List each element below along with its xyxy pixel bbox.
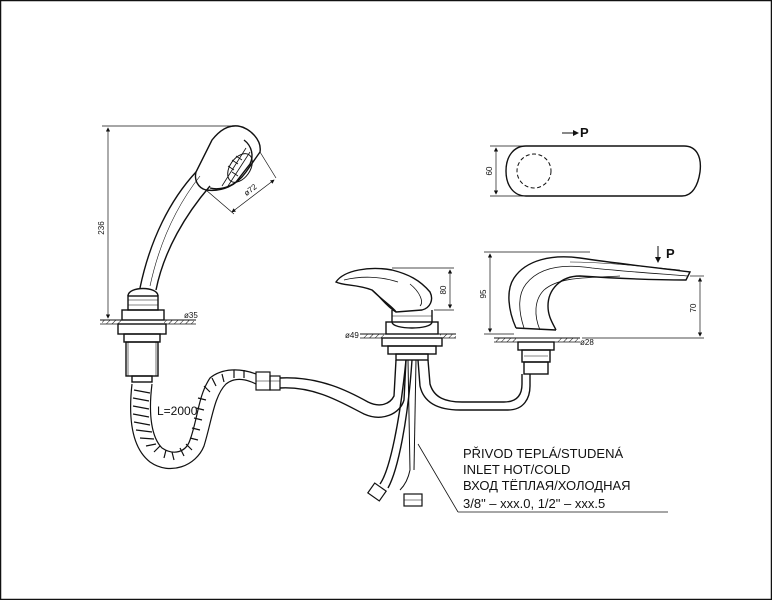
hose-length-label: L=2000 <box>157 404 198 418</box>
inlet-fittings <box>366 482 423 507</box>
mixer-dimensions <box>392 267 454 311</box>
dim-top-width: 60 <box>485 166 494 175</box>
dim-spout-outlet: 70 <box>689 303 698 312</box>
top-view-arrow-label: P <box>580 125 589 140</box>
dim-handshower-height: 236 <box>97 221 106 235</box>
dim-spout-total: 95 <box>479 289 488 298</box>
dim-handshower-base: ø35 <box>184 311 198 320</box>
handshower-dimensions <box>102 125 277 321</box>
shower-hose <box>130 369 257 470</box>
hose-nut <box>255 371 281 391</box>
spout-dimensions <box>484 246 704 339</box>
top-view <box>505 145 702 197</box>
dim-spout-base: ø28 <box>580 338 594 347</box>
spout-arrow-label: P <box>666 246 675 261</box>
dim-mixer-base: ø49 <box>345 331 359 340</box>
note-line-4: 3/8" – xxx.0, 1/2" – xxx.5 <box>463 496 605 511</box>
mixer-spout-pipe <box>417 359 531 411</box>
dim-handshower-head: ø72 <box>242 182 259 198</box>
top-view-dimensions <box>490 130 579 197</box>
spout-body <box>494 256 692 375</box>
note-leader <box>417 443 668 513</box>
mixer-body <box>334 267 456 491</box>
handshower <box>100 125 261 383</box>
note-line-2: INLET HOT/COLD <box>463 462 570 477</box>
dim-mixer-height: 80 <box>439 285 448 294</box>
connection-pipe <box>279 359 407 418</box>
note-line-3: ВХОД ТЁПЛАЯ/ХОЛОДНАЯ <box>463 478 631 493</box>
note-line-1: PŘIVOD TEPLÁ/STUDENÁ <box>463 446 623 461</box>
